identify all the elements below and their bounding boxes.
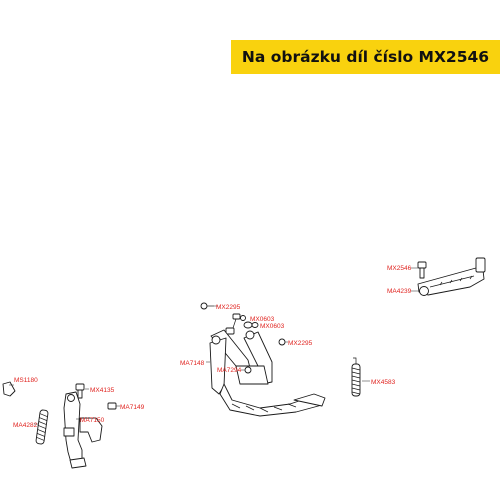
label-ma4239: MA4239 <box>387 288 412 295</box>
label-mx2295-right: MX2295 <box>288 340 313 347</box>
mx4583-spring <box>351 357 361 397</box>
mx0603-washer-a <box>240 315 246 321</box>
label-mx4583: MX4583 <box>371 379 396 386</box>
ma7149-pin <box>107 402 117 410</box>
center-stand <box>209 329 326 417</box>
label-ms1180: MS1180 <box>14 377 38 384</box>
pivot-bolt <box>225 313 241 335</box>
label-mx0603-a: MX0603 <box>250 316 275 323</box>
mx2546-bolt <box>417 261 427 279</box>
label-ma4282: MA4282 <box>13 422 38 429</box>
label-ma7149: MA7149 <box>120 404 145 411</box>
label-mx4135: MX4135 <box>90 387 115 394</box>
label-mx0603-b: MX0603 <box>260 323 285 330</box>
ms1180-hook <box>2 381 16 397</box>
mx0603-washer-b <box>243 321 259 329</box>
label-ma7150: MA7150 <box>80 417 105 424</box>
ma7294-spacer <box>244 366 252 374</box>
kick-starter-lever <box>417 257 486 296</box>
part-number-banner: Na obrázku díl číslo MX2546 <box>231 40 500 74</box>
label-ma7294: MA7294 <box>217 367 242 374</box>
label-mx2295-top: MX2295 <box>216 304 241 311</box>
mx2295-bolt-right <box>278 338 286 346</box>
mx4135-bolt <box>75 383 85 399</box>
label-mx2546: MX2546 <box>387 265 412 272</box>
side-stand <box>63 391 103 469</box>
mx2295-bolt-top <box>200 302 214 310</box>
label-ma7148: MA7148 <box>180 360 205 367</box>
ma4282-spring <box>35 409 49 445</box>
